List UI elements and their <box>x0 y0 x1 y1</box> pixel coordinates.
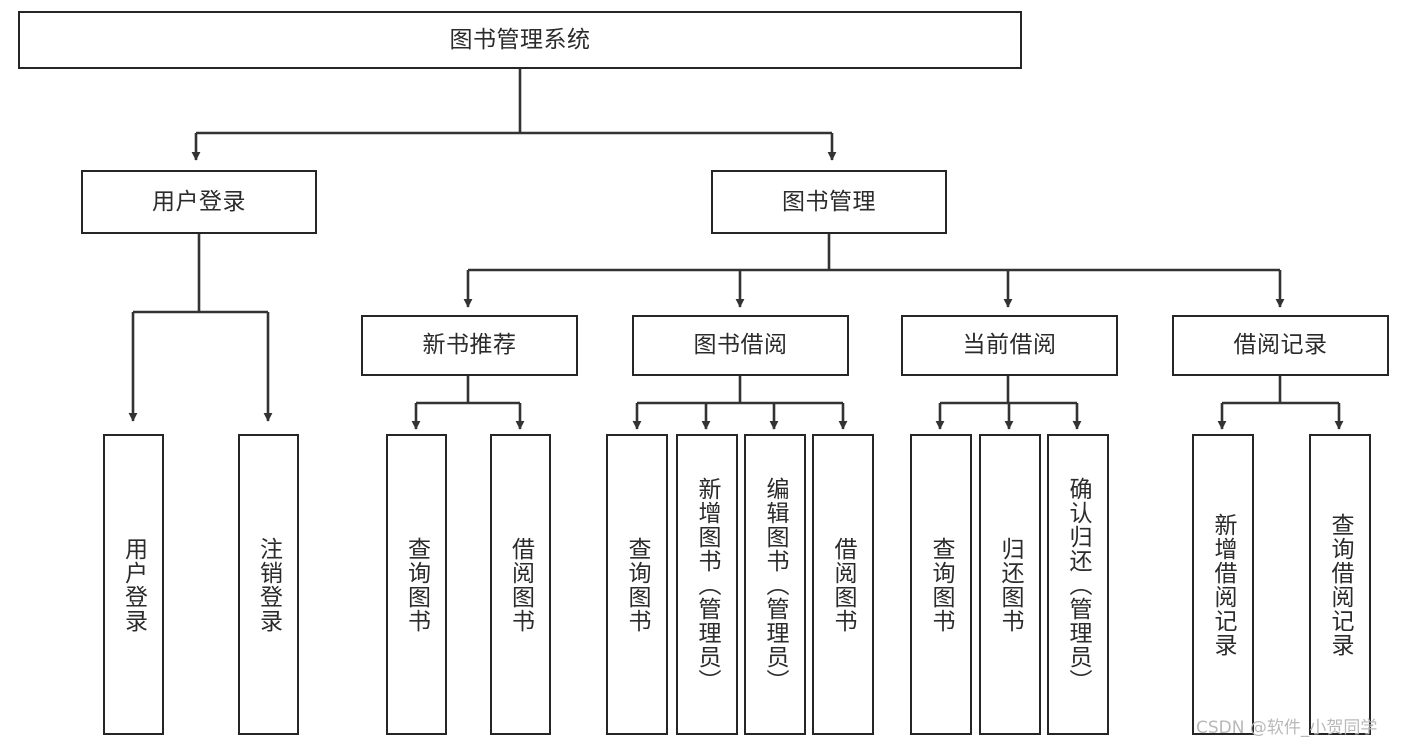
node-label: 查询图书 <box>624 536 651 633</box>
node-label: 查询借阅记录 <box>1327 512 1354 657</box>
node-label: 借阅图书 <box>507 536 534 633</box>
node-label: 编辑图书（管理员） <box>762 476 789 693</box>
leaf-return-book[interactable]: 归还图书 <box>979 434 1041 735</box>
leaf-query-book-current-borrow[interactable]: 查询图书 <box>910 434 972 735</box>
node-label: 用户登录 <box>152 188 246 215</box>
node-label: 图书借阅 <box>693 332 788 359</box>
watermark-text: CSDN @软件_小贺同学 <box>1196 718 1378 738</box>
node-label: 图书管理系统 <box>449 26 591 53</box>
node-label: 借阅记录 <box>1233 332 1328 359</box>
node-label: 新增借阅记录 <box>1210 512 1237 657</box>
node-label: 用户登录 <box>120 536 147 633</box>
node-label: 归还图书 <box>997 536 1024 633</box>
leaf-borrow-book-new-book-rec[interactable]: 借阅图书 <box>490 434 551 735</box>
node-book-management[interactable]: 图书管理 <box>711 170 947 234</box>
leaf-query-borrow-record[interactable]: 查询借阅记录 <box>1309 434 1371 735</box>
node-new-book-recommendation[interactable]: 新书推荐 <box>361 315 578 376</box>
node-label: 查询图书 <box>928 536 955 633</box>
leaf-user-login[interactable]: 用户登录 <box>103 434 164 735</box>
leaf-edit-book-admin[interactable]: 编辑图书（管理员） <box>744 434 806 735</box>
node-user-login[interactable]: 用户登录 <box>81 170 317 234</box>
node-label: 借阅图书 <box>830 536 857 633</box>
node-label: 查询图书 <box>403 536 430 633</box>
node-label: 当前借阅 <box>962 332 1057 359</box>
leaf-confirm-return-admin[interactable]: 确认归还（管理员） <box>1047 434 1109 735</box>
leaf-query-book-new-book-rec[interactable]: 查询图书 <box>386 434 447 735</box>
node-label: 新书推荐 <box>422 332 517 359</box>
node-label: 图书管理 <box>782 188 876 215</box>
leaf-add-borrow-record[interactable]: 新增借阅记录 <box>1192 434 1254 735</box>
leaf-query-book-book-borrow[interactable]: 查询图书 <box>606 434 668 735</box>
node-current-borrowing[interactable]: 当前借阅 <box>901 315 1118 376</box>
leaf-borrow-book-book-borrow[interactable]: 借阅图书 <box>812 434 874 735</box>
leaf-add-book-admin[interactable]: 新增图书（管理员） <box>676 434 738 735</box>
node-book-borrowing[interactable]: 图书借阅 <box>632 315 849 376</box>
node-label: 注销登录 <box>255 536 282 633</box>
node-borrowing-record[interactable]: 借阅记录 <box>1172 315 1389 376</box>
leaf-logout[interactable]: 注销登录 <box>238 434 299 735</box>
node-root-book-management-system[interactable]: 图书管理系统 <box>18 11 1022 69</box>
node-label: 新增图书（管理员） <box>694 476 721 693</box>
node-label: 确认归还（管理员） <box>1065 476 1092 693</box>
